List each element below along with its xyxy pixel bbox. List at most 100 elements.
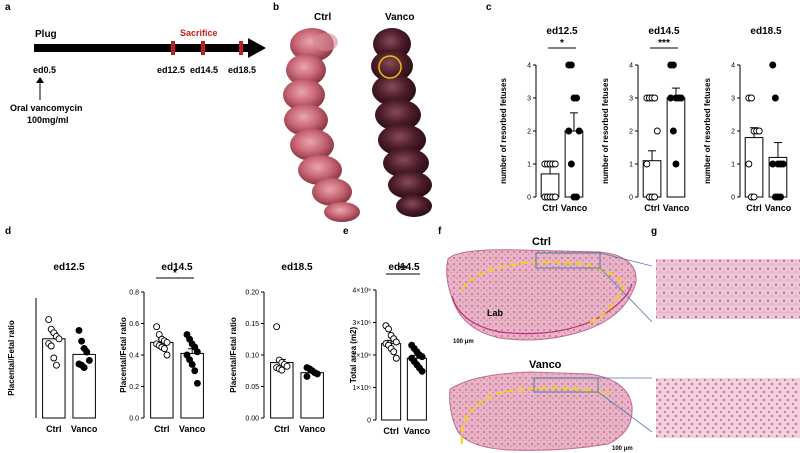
chart-title: ed12.5 (546, 26, 578, 37)
data-point-ctrl (45, 316, 53, 324)
bar-vanco (666, 97, 686, 198)
significance-marker: ** (399, 264, 407, 275)
chart-title: ed18.5 (750, 26, 782, 37)
sacrifice-label: Sacrifice (180, 28, 218, 38)
ed12-5-label: ed12.5 (157, 65, 185, 75)
chart-title: ed14.5 (161, 262, 193, 273)
x-tick-label-vanco: Vanco (71, 424, 98, 434)
photo-vanco-label: Vanco (385, 12, 414, 23)
vanco-placenta-section (449, 371, 633, 451)
y-tick-label: 1 (527, 162, 531, 169)
bar-ctrl (42, 338, 66, 419)
y-tick-label: 4 (731, 63, 735, 70)
data-point-vanco (667, 94, 675, 102)
data-point-vanco (771, 94, 779, 102)
data-point-vanco (669, 61, 677, 69)
y-tick-label: 4 (527, 63, 531, 70)
panel-letter-c: c (486, 2, 492, 13)
magnified-panel (656, 259, 800, 438)
y-tick-label: 3×10⁶ (352, 320, 371, 327)
x-tick-label-vanco: Vanco (179, 424, 206, 434)
x-tick-label-ctrl: Ctrl (274, 424, 290, 434)
y-tick-label: 3 (527, 96, 531, 103)
data-point-ctrl (392, 354, 400, 362)
data-point-ctrl (163, 351, 171, 359)
y-axis-label: Placental/Fetal ratio (229, 317, 238, 393)
data-point-ctrl (55, 335, 63, 343)
y-tick-label: 1 (629, 162, 633, 169)
data-point-ctrl (653, 127, 661, 135)
y-tick-label: 4 (629, 63, 633, 70)
data-point-vanco (188, 360, 196, 368)
histology-vanco-label: Vanco (529, 359, 562, 371)
y-tick-label: 2 (731, 129, 735, 136)
data-point-vanco (769, 61, 777, 69)
labyrinth-label: Lab (487, 308, 504, 318)
chart-title: ed14.5 (648, 26, 680, 37)
y-axis-label: Total area (m2) (349, 327, 358, 384)
y-tick-label: 0.20 (245, 290, 259, 297)
bar-ctrl (540, 173, 560, 198)
data-point-ctrl (50, 354, 58, 362)
y-tick-label: 0.15 (245, 321, 259, 328)
data-point-ctrl (643, 160, 651, 168)
tick-ed14-5 (201, 41, 205, 55)
ctrl-uterus-photo (283, 28, 360, 222)
treatment-arrowhead (36, 77, 44, 83)
tick-ed12-5 (171, 41, 175, 55)
x-tick-label-vanco: Vanco (299, 424, 326, 434)
data-point-ctrl (392, 338, 400, 346)
data-point-ctrl (551, 193, 559, 201)
histology-ctrl-label: Ctrl (532, 236, 551, 248)
data-point-ctrl (745, 160, 753, 168)
y-axis-label: number of resorbed fetuses (703, 78, 712, 184)
data-point-vanco (677, 94, 685, 102)
vanco-magnified-image (656, 378, 800, 438)
y-tick-label: 2 (527, 129, 531, 136)
x-tick-label-ctrl: Ctrl (644, 203, 660, 213)
panel-letter-e: e (343, 226, 349, 237)
ctrl-zoom-line-top (599, 252, 652, 267)
data-point-vanco (769, 160, 777, 168)
y-tick-label: 0.05 (245, 384, 259, 391)
x-tick-label-ctrl: Ctrl (154, 424, 170, 434)
data-point-vanco (193, 348, 201, 356)
bar-vanco (300, 372, 324, 419)
data-point-vanco (418, 367, 426, 375)
timeline-diagram: Plug Sacrifice ed0.5 ed12.5 ed14.5 ed18.… (10, 28, 266, 125)
resorption-highlight-circle (378, 55, 402, 79)
x-tick-label-vanco: Vanco (663, 203, 690, 213)
chart-title: ed18.5 (281, 262, 313, 273)
y-tick-label: 2×10⁶ (352, 353, 371, 360)
y-axis-label: number of resorbed fetuses (601, 78, 610, 184)
vanco-uterus-photo (371, 28, 432, 217)
ed14-5-label: ed14.5 (190, 65, 218, 75)
y-tick-label: 3 (629, 96, 633, 103)
y-tick-label: 0.00 (245, 416, 259, 423)
timeline-arrowhead (248, 38, 266, 58)
data-point-ctrl (755, 127, 763, 135)
data-point-ctrl (651, 94, 659, 102)
treatment-line2: 100mg/ml (27, 115, 69, 125)
data-point-vanco (672, 160, 680, 168)
histology-panel: Ctrl Lab 100 μm Vanco 100 μm (446, 236, 652, 452)
data-point-ctrl (651, 193, 659, 201)
chart-ratio-ed18-5: ed18.50.000.050.100.150.20Placental/Feta… (229, 262, 326, 434)
data-point-ctrl (273, 323, 281, 331)
treatment-line1: Oral vancomycin (10, 103, 83, 113)
significance-marker: * (173, 268, 177, 279)
data-point-vanco (83, 348, 91, 356)
ctrl-placenta-section (446, 249, 637, 341)
data-point-vanco (80, 364, 88, 372)
data-point-ctrl (283, 362, 291, 370)
y-tick-label: 0 (731, 195, 735, 202)
